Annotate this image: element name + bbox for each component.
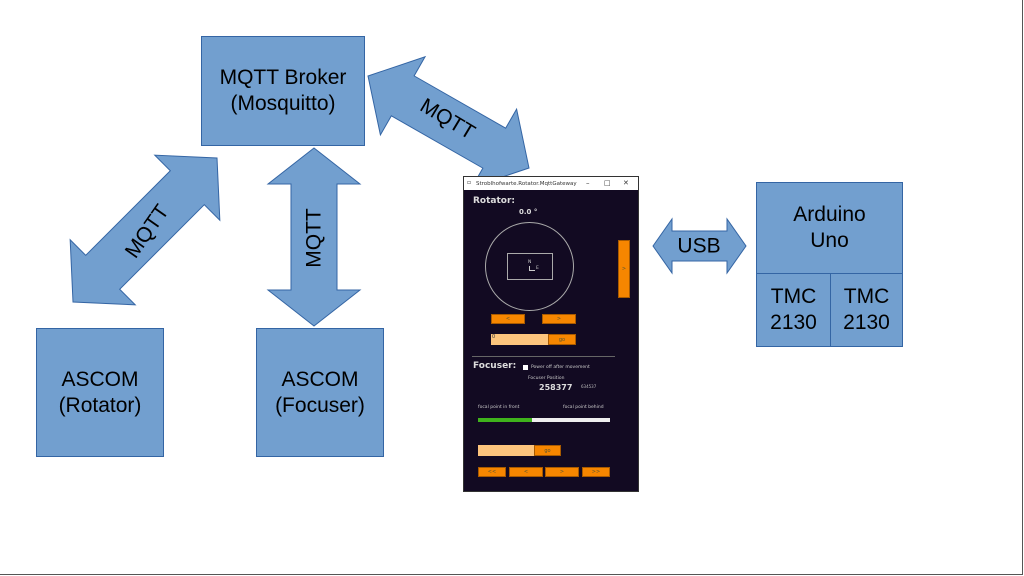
rotator-side-button[interactable]: > [618, 240, 630, 298]
power-off-label: Power off after movement [531, 365, 590, 370]
double-arrow-rotator-broker [69, 154, 221, 306]
double-arrow-broker-gateway [367, 55, 530, 189]
section-divider [472, 356, 615, 357]
focuser-position-value: 258377 [539, 383, 573, 392]
power-off-checkbox[interactable] [523, 365, 528, 370]
compass-e: E [536, 266, 539, 271]
focuser-heading: Focuser: [473, 361, 517, 371]
compass-axes-icon [529, 266, 535, 271]
tmc2130-box-2: TMC 2130 [830, 273, 903, 347]
close-icon[interactable]: ✕ [623, 179, 629, 187]
window-title: Stroblhofwarte.Rotator.MqttGateway [476, 180, 577, 187]
double-arrow-focuser-broker [266, 147, 362, 327]
rotate-cw-button[interactable]: > [542, 314, 576, 324]
window-titlebar: ▫ Stroblhofwarte.Rotator.MqttGateway – □… [464, 177, 638, 190]
focuser-fast-out-button[interactable]: >> [582, 467, 610, 477]
focuser-in-button[interactable]: < [509, 467, 543, 477]
focuser-max-position: 634537 [581, 384, 597, 389]
focal-behind-label: focal point behind [563, 405, 604, 410]
double-arrow-gateway-arduino [652, 217, 747, 275]
ascom-rotator-box: ASCOM (Rotator) [36, 328, 164, 457]
focuser-progress-bar [478, 418, 610, 422]
app-icon: ▫ [467, 179, 472, 186]
tmc2130-box-1: TMC 2130 [756, 273, 831, 347]
mqtt-broker-box: MQTT Broker (Mosquitto) [201, 36, 365, 146]
focuser-fast-in-button[interactable]: << [478, 467, 506, 477]
arrow-label-gateway-arduino: USB [677, 235, 720, 258]
rotator-angle: 0.0 ° [519, 208, 538, 216]
focuser-out-button[interactable]: > [545, 467, 579, 477]
minimize-icon[interactable]: – [586, 179, 590, 187]
focuser-progress-fill [478, 418, 532, 422]
focuser-position-label: Focuser Position [528, 376, 565, 381]
rotator-go-button[interactable]: go [548, 334, 576, 345]
rotator-dial[interactable] [485, 222, 574, 311]
camera-frame: N E [507, 253, 553, 280]
focuser-go-button[interactable]: go [534, 445, 561, 456]
gateway-app-window: ▫ Stroblhofwarte.Rotator.MqttGateway – □… [463, 176, 639, 492]
rotator-angle-input[interactable]: 0 [491, 334, 548, 345]
focuser-target-input[interactable] [478, 445, 535, 456]
arduino-uno-box: Arduino Uno [756, 182, 903, 274]
ascom-focuser-box: ASCOM (Focuser) [256, 328, 384, 457]
compass-n: N [528, 260, 532, 265]
arrow-label-focuser-broker: MQTT [303, 208, 326, 268]
maximize-icon[interactable]: □ [604, 179, 611, 187]
rotate-ccw-button[interactable]: < [491, 314, 525, 324]
rotator-heading: Rotator: [473, 196, 516, 206]
focal-front-label: focal point in front [478, 405, 520, 410]
